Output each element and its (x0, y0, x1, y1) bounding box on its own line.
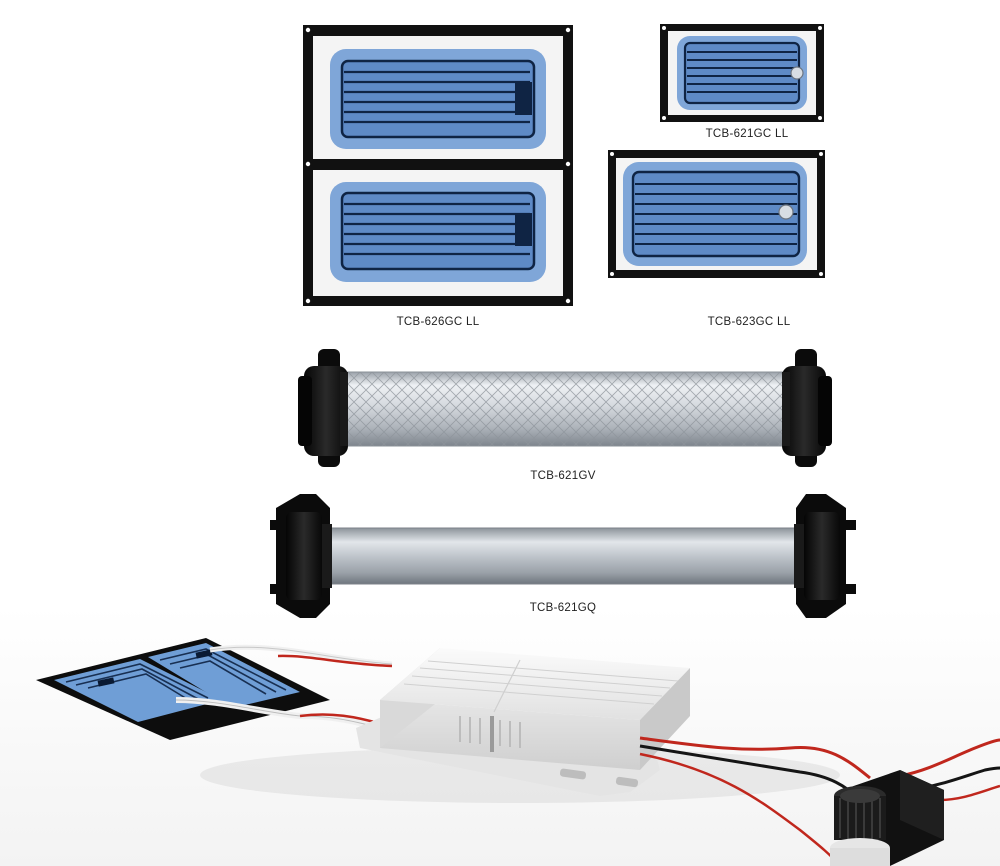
tube-tcb-621gv (298, 349, 832, 467)
assembly-housing (356, 648, 690, 796)
label-tcb-623gc-ll: TCB-623GC LL (707, 316, 791, 328)
tube-tcb-621gq (270, 494, 856, 618)
label-tcb-621gq: TCB-621GQ (529, 602, 597, 614)
assembly-timer-switch (830, 770, 944, 866)
panel-tcb-621gc-ll (660, 24, 824, 122)
panel-tcb-623gc-ll (608, 150, 825, 278)
assembly-photo (36, 638, 1000, 866)
label-tcb-626gc-ll: TCB-626GC LL (396, 316, 480, 328)
label-tcb-621gv: TCB-621GV (530, 470, 596, 482)
panel-tcb-626gc-ll (303, 25, 573, 306)
label-tcb-621gc-ll: TCB-621GC LL (705, 128, 789, 140)
assembly-panel (36, 638, 330, 740)
